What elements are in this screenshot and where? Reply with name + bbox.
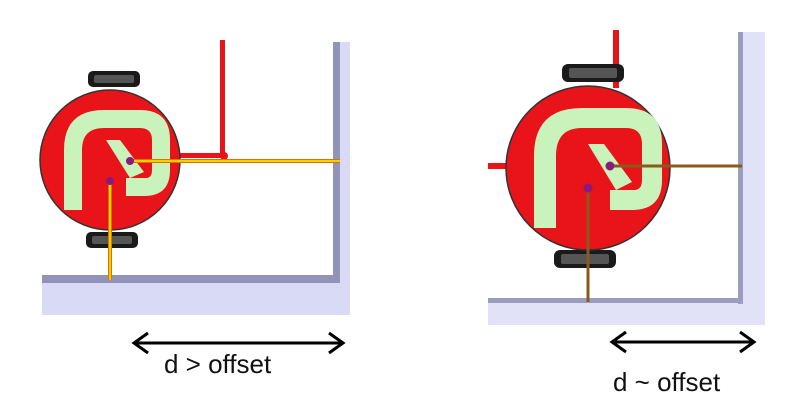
right-distance-caption: d ~ offset: [613, 367, 721, 397]
left-robot-logo: [64, 110, 170, 210]
right-robot-logo: [534, 108, 662, 228]
right-right-wall: [738, 32, 743, 304]
left-ground: [42, 42, 350, 315]
right-top-wheel: [562, 64, 624, 82]
right-target-line-horizontal: [488, 163, 516, 169]
right-panel: [488, 30, 765, 354]
left-top-wheel: [88, 71, 140, 87]
left-front-sensor-point: [126, 157, 134, 165]
left-distance-caption: d > offset: [164, 349, 272, 379]
left-target-line-vertical: [220, 40, 225, 158]
right-side-sensor-point: [583, 183, 593, 193]
left-panel: [39, 40, 350, 355]
left-distance-arrow: [131, 331, 346, 355]
right-distance-arrow: [609, 330, 757, 354]
left-target-line-joint: [220, 152, 228, 160]
right-front-sensor-point: [605, 161, 615, 171]
left-robot-logo-inner: [106, 140, 144, 178]
left-bottom-wall: [42, 275, 340, 283]
left-target-line-horizontal: [150, 153, 225, 158]
right-target-line-vertical: [613, 30, 619, 88]
right-bottom-wheel: [554, 250, 616, 268]
right-bottom-wall: [488, 298, 743, 303]
left-side-sensor-point: [106, 177, 114, 185]
